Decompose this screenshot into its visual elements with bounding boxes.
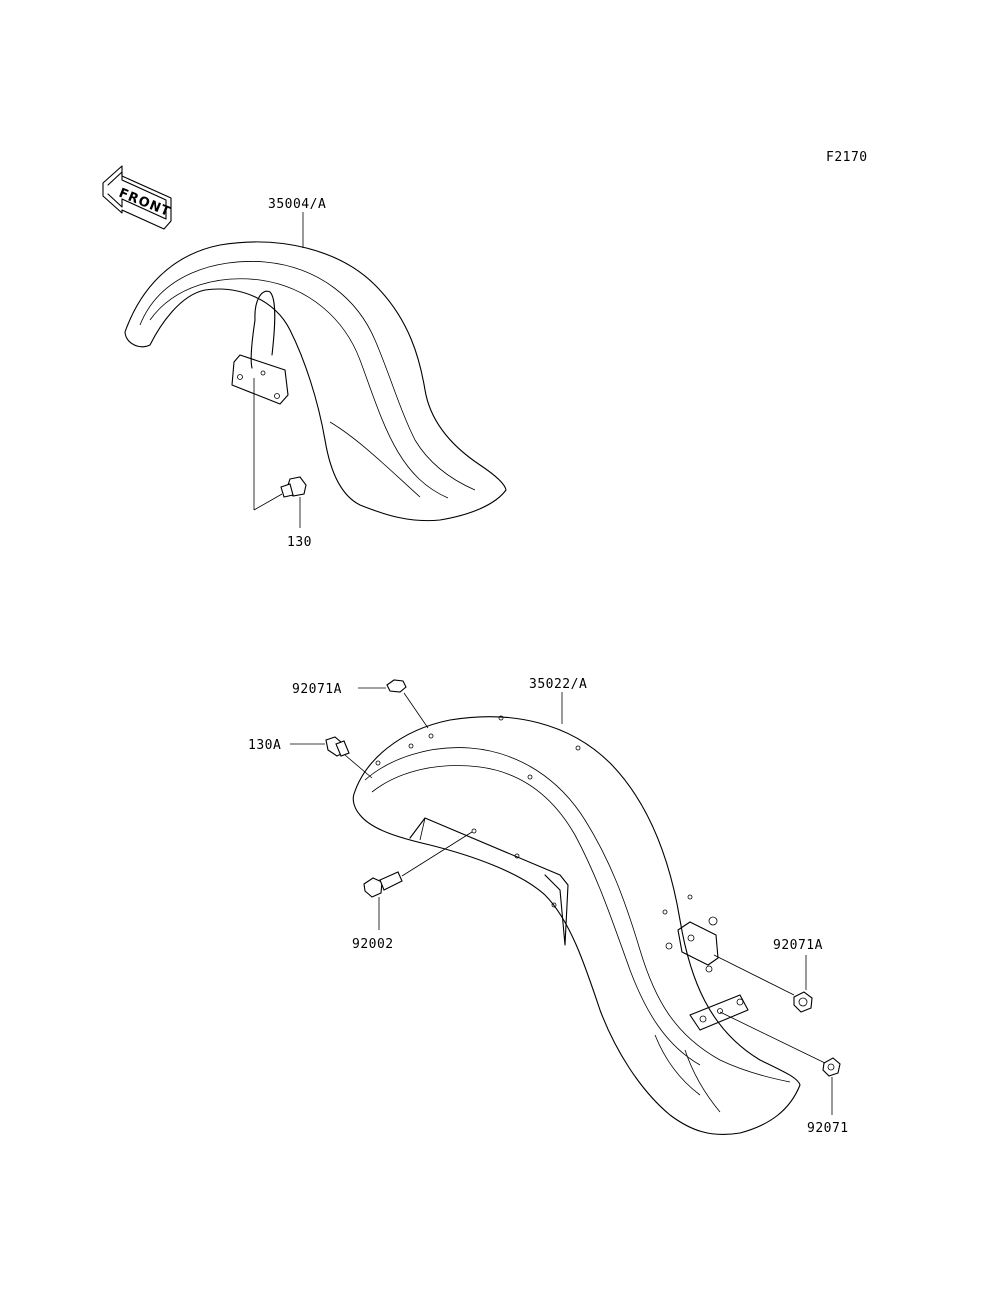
- rear-nut-top-92071A: [358, 679, 429, 729]
- front-fender: [124, 241, 507, 522]
- label-92002: 92002: [352, 937, 394, 952]
- label-35004A: 35004/A: [268, 197, 326, 212]
- label-92071: 92071: [807, 1121, 849, 1136]
- rear-fender: [352, 715, 801, 1136]
- label-92071A-top: 92071A: [292, 682, 342, 697]
- label-35022A: 35022/A: [529, 677, 587, 692]
- rear-nut-right-92071A: [713, 954, 813, 1013]
- front-direction-arrow-icon: FRONT: [102, 165, 173, 230]
- figure-id: F2170: [826, 150, 868, 165]
- rear-socket-bolt-92002: [363, 831, 473, 930]
- label-130: 130: [287, 535, 312, 550]
- front-bolt-130: [253, 378, 307, 528]
- rear-flange-bolt-130A: [290, 736, 373, 779]
- rear-nut-bottom-92071: [719, 1011, 841, 1115]
- label-92071A-right: 92071A: [773, 938, 823, 953]
- front-arrow-label: FRONT: [117, 186, 173, 220]
- label-130A: 130A: [248, 738, 281, 753]
